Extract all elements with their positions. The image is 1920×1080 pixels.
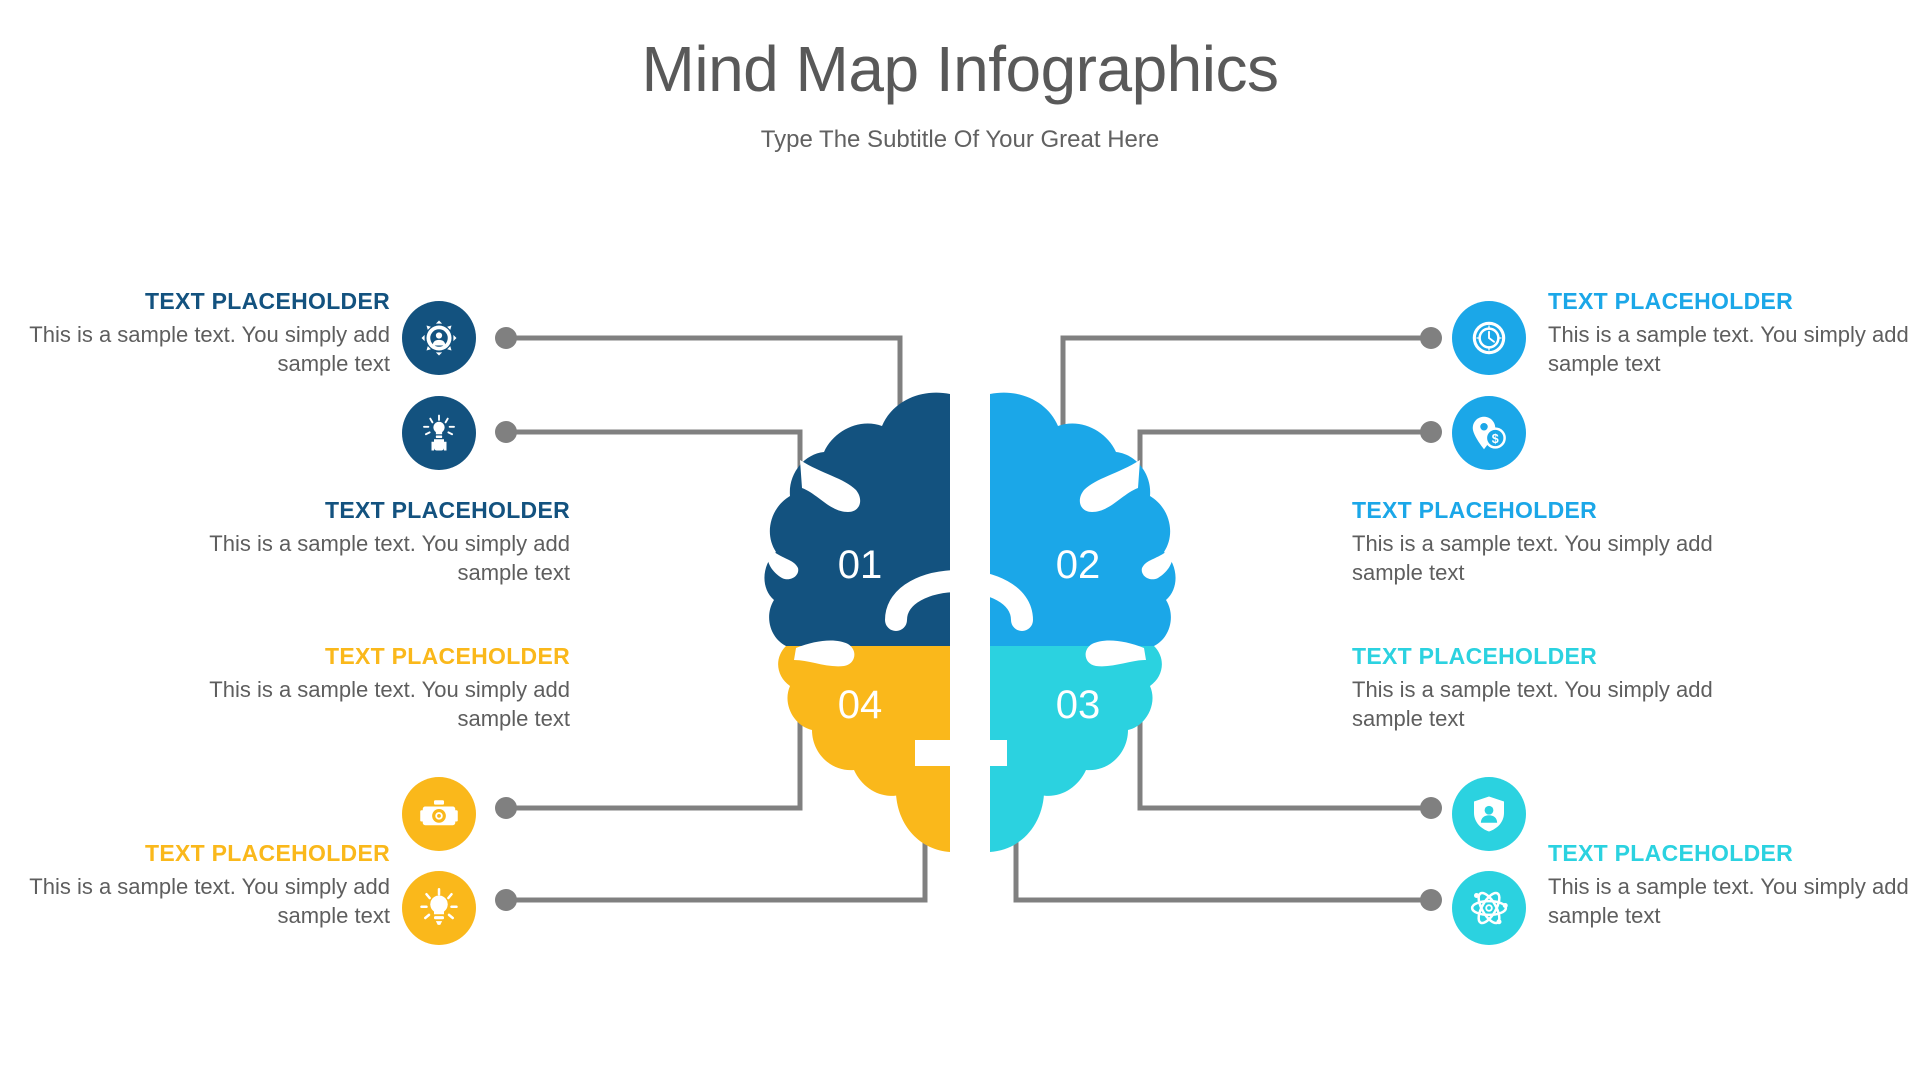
slide-header: Mind Map Infographics Type The Subtitle …: [0, 34, 1920, 154]
heading: TEXT PLACEHOLDER: [1352, 643, 1598, 669]
brain-number-01: 01: [838, 543, 883, 587]
badge-right-4[interactable]: [1452, 871, 1526, 945]
badge-left-3[interactable]: [402, 777, 476, 851]
text-block-right-2: TEXT PLACEHOLDER This is a sample text. …: [1352, 497, 1772, 587]
page-subtitle: Type The Subtitle Of Your Great Here: [760, 126, 1160, 154]
text-block-right-1: TEXT PLACEHOLDER This is a sample text. …: [1548, 288, 1918, 378]
badge-right-2[interactable]: $: [1452, 396, 1526, 470]
text-block-left-1: TEXT PLACEHOLDER This is a sample text. …: [20, 288, 390, 378]
atom-icon: [1470, 891, 1508, 925]
badge-left-4[interactable]: [402, 871, 476, 945]
shield-user-icon: [1474, 796, 1504, 832]
body: This is a sample text. You simply add sa…: [209, 530, 570, 585]
user-gear-icon: [421, 320, 457, 356]
badge-right-1[interactable]: [1452, 301, 1526, 375]
text-block-left-4: TEXT PLACEHOLDER This is a sample text. …: [20, 840, 390, 930]
money-pin-icon: $: [1472, 416, 1506, 450]
badge-left-2[interactable]: [402, 396, 476, 470]
heading: TEXT PLACEHOLDER: [1352, 497, 1598, 523]
text-block-right-3: TEXT PLACEHOLDER This is a sample text. …: [1352, 643, 1772, 733]
lightbulb-icon: [420, 888, 458, 925]
body: This is a sample text. You simply add sa…: [209, 676, 570, 731]
brain-number-04: 04: [838, 683, 883, 727]
text-block-left-3: TEXT PLACEHOLDER This is a sample text. …: [150, 643, 570, 733]
body: This is a sample text. You simply add sa…: [1548, 873, 1909, 928]
body: This is a sample text. You simply add sa…: [1352, 676, 1713, 731]
heading: TEXT PLACEHOLDER: [144, 840, 390, 866]
camera-icon: [420, 800, 458, 826]
body: This is a sample text. You simply add sa…: [1352, 530, 1713, 585]
heading: TEXT PLACEHOLDER: [144, 288, 390, 314]
heading: TEXT PLACEHOLDER: [324, 497, 570, 523]
brain-quadrant-01[interactable]: [764, 392, 950, 646]
svg-text:$: $: [1492, 432, 1499, 446]
brain-number-03: 03: [1056, 683, 1101, 727]
badge-right-3[interactable]: [1452, 777, 1526, 851]
body: This is a sample text. You simply add sa…: [29, 873, 390, 928]
text-block-left-2: TEXT PLACEHOLDER This is a sample text. …: [150, 497, 570, 587]
heading: TEXT PLACEHOLDER: [1548, 840, 1794, 866]
hand-idea-bulb-icon: [423, 414, 455, 451]
brain-number-02: 02: [1056, 543, 1101, 587]
brain-stem: [896, 712, 1044, 852]
brain-center-divider: [885, 390, 1033, 766]
heading: TEXT PLACEHOLDER: [1548, 288, 1794, 314]
text-block-right-4: TEXT PLACEHOLDER This is a sample text. …: [1548, 840, 1918, 930]
body: This is a sample text. You simply add sa…: [1548, 321, 1909, 376]
brain-quadrant-02[interactable]: [990, 392, 1176, 646]
clock-icon: [1472, 321, 1506, 355]
body: This is a sample text. You simply add sa…: [29, 321, 390, 376]
brain-diagram: 01 02 03 04: [764, 390, 1176, 852]
page-title: Mind Map Infographics: [641, 33, 1279, 105]
heading: TEXT PLACEHOLDER: [324, 643, 570, 669]
badge-left-1[interactable]: [402, 301, 476, 375]
